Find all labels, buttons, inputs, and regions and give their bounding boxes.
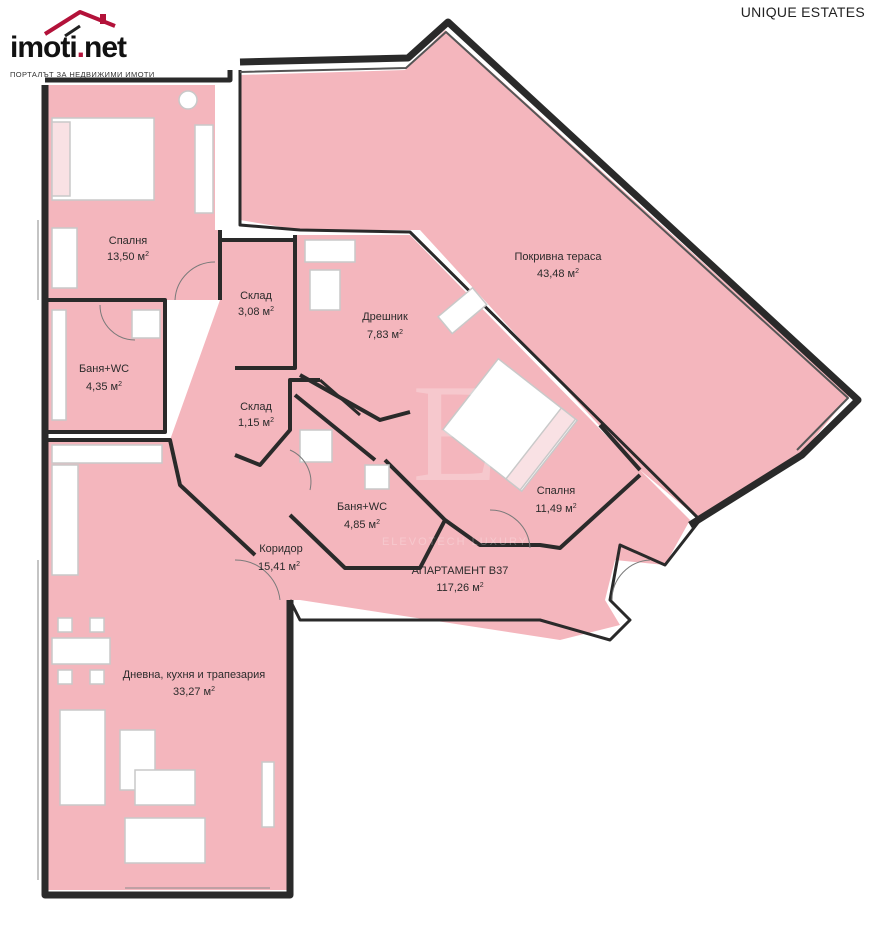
chair-1 [57, 617, 73, 633]
watermark-monogram: E [412, 356, 498, 511]
wardrobe-name: Дрешник [362, 311, 408, 323]
bedroom1-area: 13,50 м2 [107, 251, 149, 263]
wardrobe-1 [194, 124, 214, 214]
corridor-area: 15,41 м2 [258, 561, 300, 573]
tv-cabinet [261, 761, 275, 828]
chair-2 [89, 617, 105, 633]
chair-4 [89, 669, 105, 685]
brand-dot: . [76, 31, 85, 64]
terrace-area: 43,48 м2 [537, 268, 579, 280]
desk-2 [437, 286, 488, 335]
shower-2 [299, 429, 333, 463]
wardrobe-shelf [304, 239, 356, 263]
storage1-name: Склад [240, 290, 272, 302]
brand-main: imoti [10, 31, 78, 64]
bedroom1-name: Спалня [109, 235, 148, 247]
coffee-table [134, 769, 196, 806]
wardrobe-area: 7,83 м2 [367, 329, 403, 341]
brand-tagline: ПОРТАЛЪТ ЗА НЕДВИЖИМИ ИМОТИ [10, 70, 155, 79]
wardrobe-island [309, 269, 341, 311]
bathtub-1 [51, 309, 67, 421]
living-name: Дневна, кухня и трапезария [123, 669, 266, 681]
watermark-text: ELEVOTECH LUXURY [382, 536, 528, 548]
nightstand [51, 227, 78, 289]
house-roof-icon [43, 10, 116, 38]
bath2-area: 4,85 м2 [344, 519, 380, 531]
bedroom2-area: 11,49 м2 [535, 503, 576, 515]
terrace-floor [240, 30, 850, 520]
corridor-name: Коридор [259, 543, 302, 555]
doors [99, 261, 651, 601]
sofa [59, 709, 106, 806]
storage1-area: 3,08 м2 [238, 306, 274, 318]
lamp [178, 90, 198, 110]
bath1-area: 4,35 м2 [86, 381, 122, 393]
bed-2-pillows [504, 406, 577, 492]
room-labels: Спалня 13,50 м2 Склад 3,08 м2 Дрешник 7,… [79, 235, 602, 698]
watermark: E ELEVOTECH LUXURY [382, 356, 528, 548]
bath2-name: Баня+WC [337, 501, 387, 513]
furniture [51, 90, 579, 864]
dining-table [51, 637, 111, 665]
chair-3 [57, 669, 73, 685]
bath1-name: Баня+WC [79, 363, 129, 375]
living-area: 33,27 м2 [173, 686, 215, 698]
sink-2 [364, 464, 390, 490]
bedroom2-name: Спалня [537, 485, 576, 497]
agency-name: UNIQUE ESTATES [740, 4, 865, 20]
sink-1 [131, 309, 161, 339]
storage2-area: 1,15 м2 [238, 417, 274, 429]
bed-1-pillows [51, 121, 71, 197]
brand-end: net [84, 31, 127, 64]
apartment-name: АПАРТАМЕНТ В37 [412, 565, 509, 577]
tv-unit [124, 817, 206, 864]
walls [41, 18, 862, 899]
storage2-name: Склад [240, 401, 272, 413]
brand-logo[interactable]: imoti.net [10, 31, 127, 64]
kitchen-side [51, 464, 79, 576]
terrace-name: Покривна тераса [514, 251, 602, 263]
kitchen-counter [51, 444, 163, 464]
apartment-area: 117,26 м2 [436, 582, 483, 594]
